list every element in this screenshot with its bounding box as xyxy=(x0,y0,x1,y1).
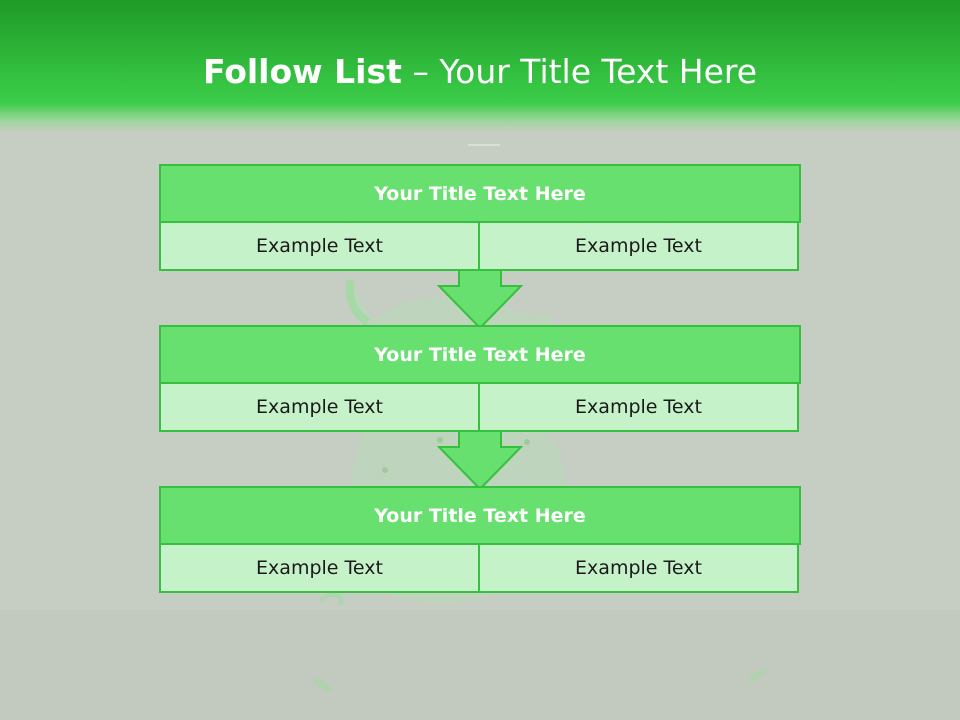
header-band xyxy=(0,0,960,132)
block-title: Your Title Text Here xyxy=(159,486,801,545)
block-cell-right: Example Text xyxy=(478,382,799,432)
block-title: Your Title Text Here xyxy=(159,164,801,223)
block-cell-right: Example Text xyxy=(478,221,799,271)
slide-title-rest: – Your Title Text Here xyxy=(401,52,758,91)
block-cell-left: Example Text xyxy=(159,543,480,593)
list-block-3: Your Title Text Here Example Text Exampl… xyxy=(159,486,801,593)
block-cell-right: Example Text xyxy=(478,543,799,593)
block-title: Your Title Text Here xyxy=(159,325,801,384)
slide-title: Follow List – Your Title Text Here xyxy=(0,52,960,91)
list-block-2: Your Title Text Here Example Text Exampl… xyxy=(159,325,801,432)
block-cell-left: Example Text xyxy=(159,221,480,271)
list-block-1: Your Title Text Here Example Text Exampl… xyxy=(159,164,801,271)
down-arrow-icon xyxy=(437,431,523,491)
slide-title-bold: Follow List xyxy=(202,52,402,91)
block-cell-left: Example Text xyxy=(159,382,480,432)
down-arrow-icon xyxy=(437,270,523,330)
